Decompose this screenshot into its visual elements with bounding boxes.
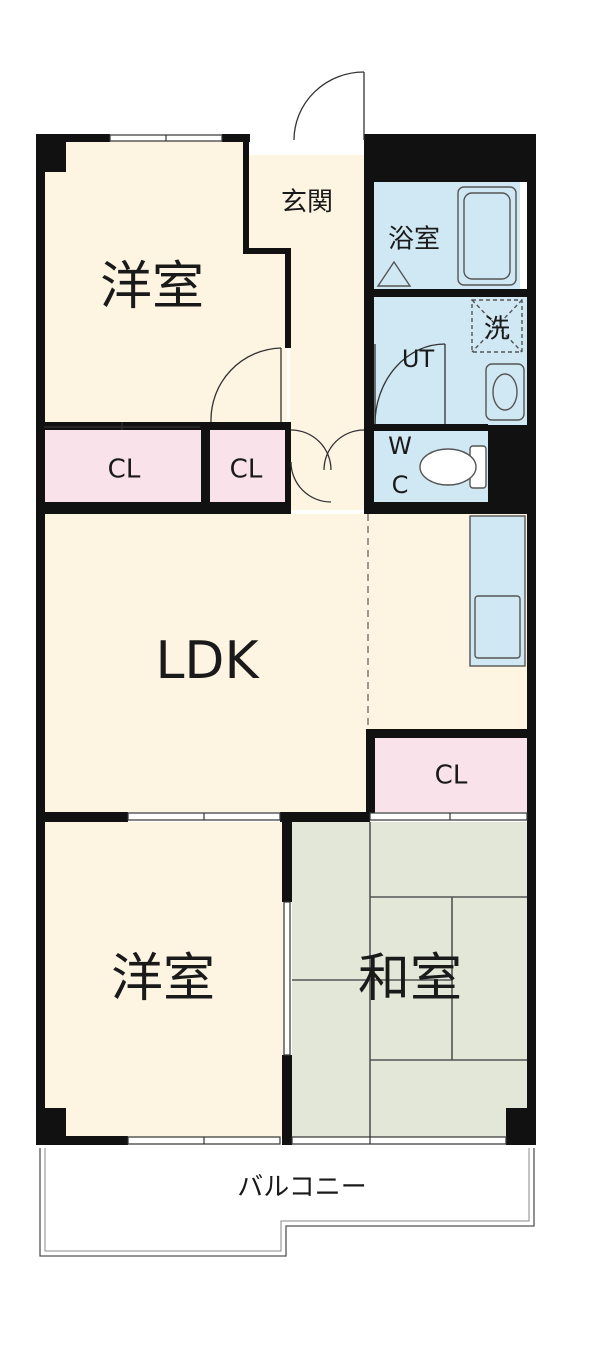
room-label-utility: UT (402, 345, 435, 373)
doors (44, 71, 446, 503)
room-label-ldk: LDK (155, 631, 260, 691)
shower-icon (376, 260, 412, 287)
tatami-lines (292, 822, 528, 1137)
room-label-closet-center: CL (230, 455, 263, 485)
room-label-western-top: 洋室 (100, 257, 204, 317)
room-label-closet-right: CL (435, 761, 468, 791)
western-room-top-floor (44, 140, 287, 425)
fixtures (376, 186, 526, 667)
closet-left-floor (44, 430, 201, 502)
ldk-floor (44, 514, 527, 812)
walls (36, 134, 536, 1145)
room-label-laundry: 洗 (484, 315, 510, 345)
room-label-closet-left: CL (108, 455, 141, 485)
closet-right-floor (375, 738, 527, 812)
room-label-western-bottom: 洋室 (111, 949, 215, 1009)
sink-icon (474, 595, 521, 659)
toilet-icon (419, 445, 487, 489)
windows (109, 134, 528, 1145)
room-label-toilet-c: C (392, 471, 409, 499)
room-labels: 洋室 玄関 浴室 洗 UT W C CL CL LDK CL 洋室 和室 バルコ… (100, 188, 510, 1203)
balcony-outline (39, 1148, 535, 1257)
corridor-floor (290, 250, 365, 510)
room-label-toilet-w: W (388, 432, 412, 460)
wash-basin-icon (485, 363, 525, 421)
room-label-bathroom: 浴室 (388, 225, 440, 255)
western-room-bottom-floor (44, 822, 284, 1137)
room-label-japanese: 和室 (358, 949, 462, 1009)
entrance-floor (248, 155, 364, 250)
closet-center-floor (210, 430, 286, 502)
room-label-entrance: 玄関 (281, 188, 333, 218)
washing-machine-icon (471, 299, 523, 353)
room-label-balcony: バルコニー (237, 1173, 366, 1203)
